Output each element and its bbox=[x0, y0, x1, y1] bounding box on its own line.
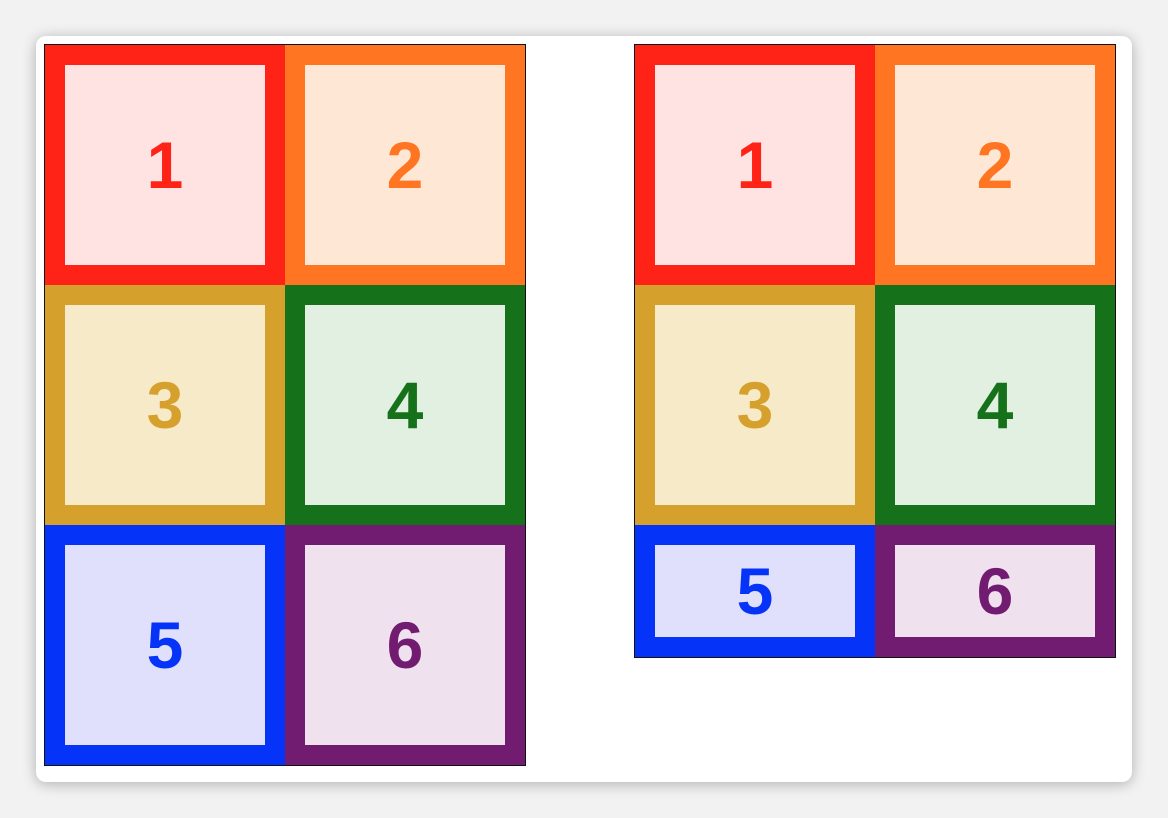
grid-cell-5: 5 bbox=[45, 525, 285, 765]
grid-cell-5: 5 bbox=[635, 525, 875, 657]
grid-cell-2: 2 bbox=[285, 45, 525, 285]
grid-cell-1: 1 bbox=[635, 45, 875, 285]
grid-panel-left: 1 2 3 4 5 6 bbox=[44, 44, 526, 766]
grid-cell-4: 4 bbox=[285, 285, 525, 525]
grid-panel-right: 1 2 3 4 5 6 bbox=[634, 44, 1116, 658]
grid-cell-3: 3 bbox=[45, 285, 285, 525]
grid-cell-4: 4 bbox=[875, 285, 1115, 525]
grid-cell-6: 6 bbox=[285, 525, 525, 765]
grid-cell-1: 1 bbox=[45, 45, 285, 285]
diagram-card: 1 2 3 4 5 6 1 2 3 4 5 6 bbox=[36, 36, 1132, 782]
grid-cell-2: 2 bbox=[875, 45, 1115, 285]
grid-cell-6: 6 bbox=[875, 525, 1115, 657]
grid-cell-3: 3 bbox=[635, 285, 875, 525]
